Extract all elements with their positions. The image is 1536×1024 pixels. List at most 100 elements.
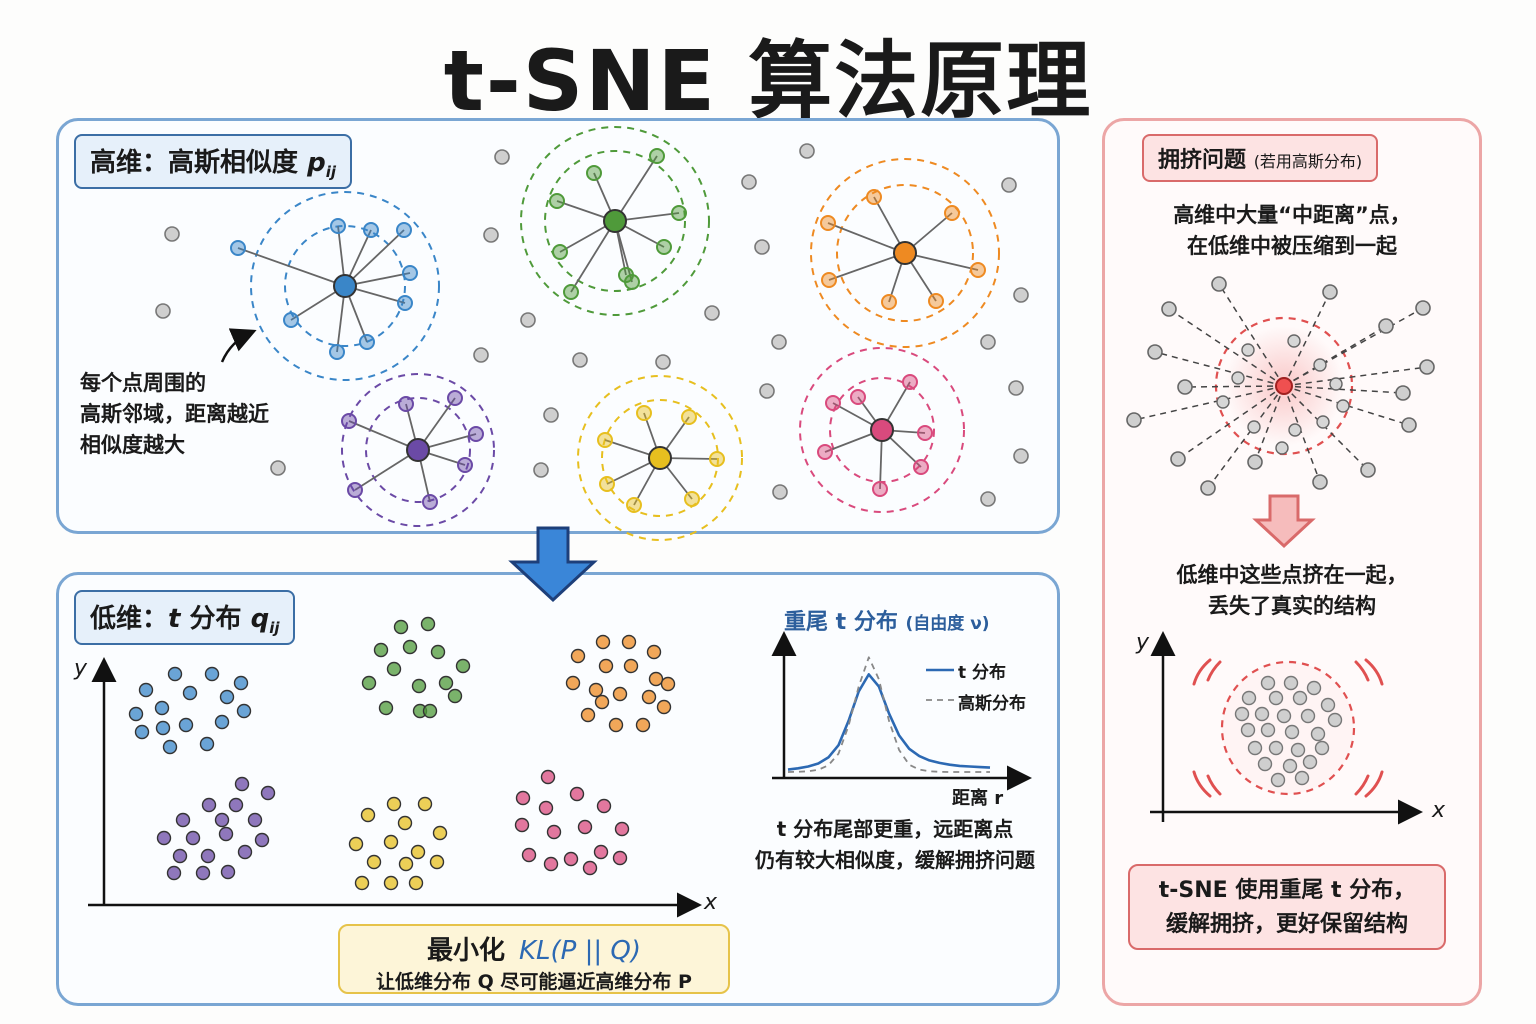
mid-point [1247, 420, 1261, 434]
embedded-point [134, 724, 150, 740]
compressed-point [1284, 724, 1300, 740]
compressed-point [1302, 754, 1318, 770]
embedded-point [204, 666, 220, 682]
embedded-point [429, 854, 445, 870]
neighbor-point [283, 312, 299, 328]
compressed-point [1282, 758, 1298, 774]
embedded-point [656, 699, 672, 715]
embedded-point [641, 689, 657, 705]
neighbor-point [422, 494, 438, 510]
embedded-point [612, 686, 628, 702]
compressed-point [1310, 726, 1326, 742]
embedded-point [155, 720, 171, 736]
embedded-point [623, 658, 639, 674]
neighbor-point [866, 189, 882, 205]
compressed-point [1294, 770, 1310, 786]
neighbor-point [913, 459, 929, 475]
neighbor-point [902, 374, 918, 390]
neighbor-point [552, 244, 568, 260]
low-dim-axes [88, 657, 702, 918]
legend-t-label: t 分布 [958, 663, 1007, 683]
low-axis-y-label: y [74, 656, 88, 681]
embedded-point [348, 836, 364, 852]
compressed-point [1292, 690, 1308, 706]
neighbor-point [447, 390, 463, 406]
neighbor-point [817, 444, 833, 460]
gray-point [1013, 448, 1029, 464]
gray-point [1001, 177, 1017, 193]
embedded-point [540, 769, 556, 785]
neighbor-point [359, 334, 375, 350]
embedded-point [411, 678, 427, 694]
gray-point [483, 227, 499, 243]
far-point [1312, 474, 1328, 490]
neighbor-point [636, 405, 652, 421]
inner-ring [601, 399, 719, 517]
neighbor-point [872, 481, 888, 497]
neighbor-point [626, 497, 642, 513]
chart-title: 重尾 t 分布 (自由度 ν) [784, 610, 990, 635]
embedded-point [430, 644, 446, 660]
embedded-point [200, 848, 216, 864]
neighbor-point [928, 293, 944, 309]
embedded-point [386, 796, 402, 812]
down-arrow-icon [508, 526, 598, 603]
mid-point [1287, 334, 1301, 348]
spoke [1184, 385, 1285, 388]
embedded-point [402, 639, 418, 655]
edge [344, 229, 405, 287]
edge [354, 449, 419, 491]
embedded-point [646, 644, 662, 660]
gray-point [155, 303, 171, 319]
embedded-point [167, 666, 183, 682]
embedded-point [635, 717, 651, 733]
spoke [1254, 385, 1285, 463]
embedded-point [577, 819, 593, 835]
embedded-point [236, 703, 252, 719]
embedded-point [438, 675, 454, 691]
embedded-point [214, 812, 230, 828]
far-point [1401, 417, 1417, 433]
embedded-point [128, 706, 144, 722]
gray-point [759, 383, 775, 399]
center-point [603, 209, 627, 233]
far-point [1395, 385, 1411, 401]
crowding-note-2: 低维中这些点挤在一起，丢失了真实的结构 [1176, 563, 1408, 618]
neighbor-point [881, 294, 897, 310]
crowding-summary: t-SNE 使用重尾 t 分布，缓解拥挤，更好保留结构 [1128, 864, 1446, 950]
gray-point [1013, 287, 1029, 303]
inner-ring [365, 397, 471, 503]
gray-point [572, 352, 588, 368]
chart-xlabel: 距离 r [952, 788, 1004, 809]
neighbor-point [398, 396, 414, 412]
neighbor-point [396, 222, 412, 238]
embedded-point [185, 830, 201, 846]
compressed-point [1257, 756, 1273, 772]
crowd-axis-y-label: y [1136, 630, 1150, 655]
gray-point [543, 407, 559, 423]
embedded-point [417, 796, 433, 812]
compressed-point [1320, 697, 1336, 713]
neighbor-point [970, 262, 986, 278]
center-point [333, 274, 357, 298]
neighbor-point [329, 344, 345, 360]
edge [614, 155, 658, 222]
embedded-point [582, 860, 598, 876]
neighbor-point [709, 451, 725, 467]
mid-point [1241, 343, 1255, 357]
embedded-point [228, 797, 244, 813]
embedded-point [201, 797, 217, 813]
mid-point [1329, 377, 1343, 391]
neighbor-point [457, 457, 473, 473]
embedded-point [570, 648, 586, 664]
pink-down-arrow-icon [1252, 494, 1316, 549]
embedded-point [410, 844, 426, 860]
low-axis-x-label: x [704, 890, 718, 915]
far-point [1177, 379, 1193, 395]
embedded-point [247, 812, 263, 828]
embedded-point [580, 707, 596, 723]
embedded-point [543, 856, 559, 872]
embedded-point [178, 717, 194, 733]
embedded-point [360, 807, 376, 823]
